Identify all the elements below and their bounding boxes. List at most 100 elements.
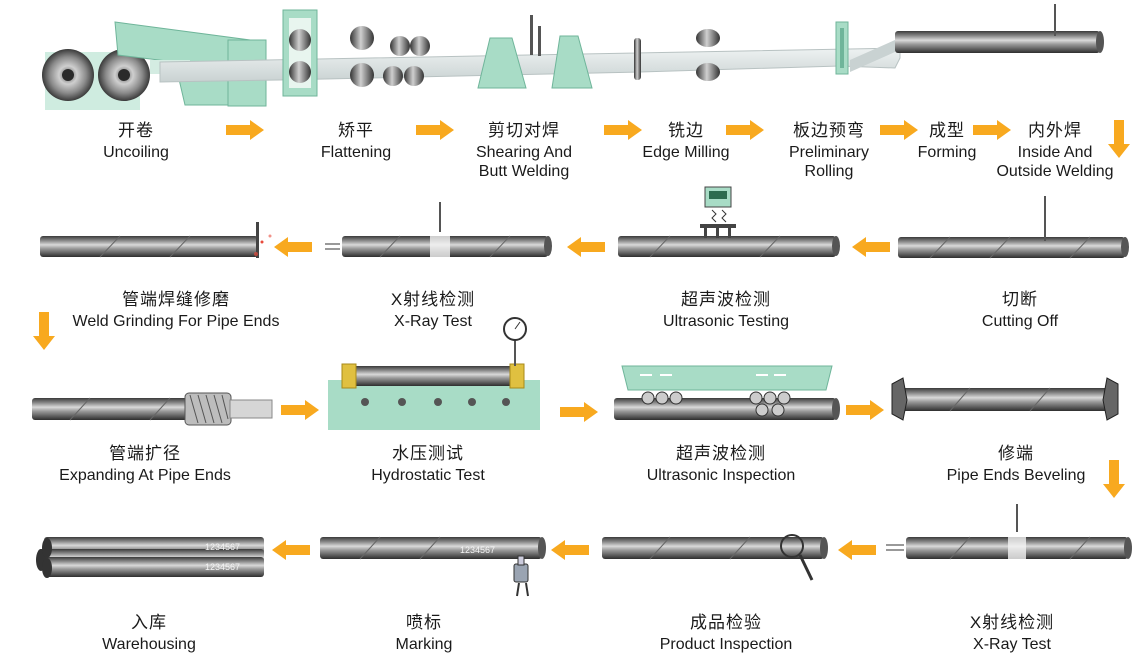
step-label-en: Butt Welding xyxy=(478,162,570,180)
step-label-en: Product Inspection xyxy=(659,636,793,654)
step-warehousing: 入库 Warehousing xyxy=(102,613,196,655)
step-pipe-ends-beveling: 修端 Pipe Ends Beveling xyxy=(947,444,1086,486)
step-label-zh: 管端扩径 xyxy=(109,444,181,463)
step-label-zh: 喷标 xyxy=(406,613,442,632)
step-label-zh: 切断 xyxy=(1002,290,1038,309)
step-label-en: Edge Milling xyxy=(642,144,730,162)
step-label-en: Shearing And xyxy=(475,144,573,162)
step-xray-test-2: X射线检测 X-Ray Test xyxy=(970,613,1054,655)
step-product-inspection: 成品检验 Product Inspection xyxy=(660,613,793,655)
flow-arrow-left xyxy=(551,540,589,560)
step-label-en: Ultrasonic Testing xyxy=(663,313,789,331)
flow-arrow-down xyxy=(1103,460,1125,498)
beveling-illustration xyxy=(891,377,1119,421)
hydrostatic-test-illustration xyxy=(328,317,540,430)
step-label-zh: 矫平 xyxy=(337,121,374,140)
preliminary-rolling-illustration xyxy=(835,21,849,75)
step-label-en: Forming xyxy=(917,144,977,162)
step-xray-test: X射线检测 X-Ray Test xyxy=(391,290,475,332)
step-ultrasonic-inspection: 超声波检测 Ultrasonic Inspection xyxy=(647,444,796,486)
step-ultrasonic-testing: 超声波检测 Ultrasonic Testing xyxy=(663,290,789,332)
flow-arrow-right xyxy=(604,120,642,140)
forming-pipe-illustration xyxy=(850,4,1104,72)
edge-milling-illustration xyxy=(634,29,720,81)
flow-arrow-right xyxy=(726,120,764,140)
product-inspection-illustration xyxy=(602,534,828,581)
step-label-en: Marking xyxy=(395,636,453,654)
step-label-en: X-Ray Test xyxy=(394,313,472,331)
step-label-en: Cutting Off xyxy=(981,313,1059,331)
flow-arrow-right xyxy=(880,120,918,140)
weld-grinding-illustration xyxy=(40,222,272,258)
flow-arrow-right xyxy=(560,402,598,422)
step-label-zh: X射线检测 xyxy=(390,290,476,309)
flow-arrow-left xyxy=(567,237,605,257)
marking-illustration: 1234567 xyxy=(320,536,546,597)
step-label-zh: 板边预弯 xyxy=(792,121,865,140)
step-uncoiling: 开卷 Uncoiling xyxy=(103,121,169,163)
flow-arrow-right xyxy=(416,120,454,140)
flow-arrow-right xyxy=(973,120,1011,140)
step-marking: 喷标 Marking xyxy=(396,613,453,655)
spray-nozzle-icon xyxy=(513,555,529,597)
ultrasonic-inspection-illustration xyxy=(614,365,840,420)
step-cutting-off: 切断 Cutting Off xyxy=(982,290,1058,332)
step-hydrostatic-test: 水压测试 Hydrostatic Test xyxy=(371,444,485,486)
shearing-welding-illustration xyxy=(477,15,593,89)
pipe-marking-text: 1234567 xyxy=(205,562,240,572)
flow-arrow-down xyxy=(1108,120,1130,158)
step-label-zh: 成品检验 xyxy=(690,613,762,632)
step-label-zh: 成型 xyxy=(929,121,965,140)
flow-arrow-left xyxy=(852,237,890,257)
flow-arrow-down xyxy=(33,312,55,350)
flow-arrow-right xyxy=(846,400,884,420)
pipe-marking-text: 1234567 xyxy=(460,545,495,555)
step-label-zh: 超声波检测 xyxy=(675,444,766,463)
step-label-en: Flattening xyxy=(320,144,392,162)
xray-test-2-illustration xyxy=(886,504,1132,560)
flow-arrow-left xyxy=(274,237,312,257)
step-label-en: X-Ray Test xyxy=(973,636,1051,654)
step-forming: 成型 Forming xyxy=(918,121,977,163)
step-label-zh: 开卷 xyxy=(118,121,154,140)
step-label-en: Ultrasonic Inspection xyxy=(646,467,796,485)
step-preliminary-rolling: 板边预弯 Preliminary Rolling xyxy=(789,121,869,182)
flattening-illustration xyxy=(282,9,430,97)
step-label-zh: 铣边 xyxy=(668,121,704,140)
xray-test-illustration xyxy=(325,202,552,258)
flow-arrow-right xyxy=(281,400,319,420)
step-label-zh: 入库 xyxy=(131,613,167,632)
step-expanding: 管端扩径 Expanding At Pipe Ends xyxy=(59,444,231,486)
flow-arrow-left xyxy=(272,540,310,560)
step-label-zh: 水压测试 xyxy=(392,444,464,463)
step-flattening: 矫平 Flattening xyxy=(321,121,391,163)
step-inside-outside-welding: 内外焊 Inside And Outside Welding xyxy=(996,121,1113,182)
step-label-en: Warehousing xyxy=(102,636,196,654)
step-label-zh: 管端焊缝修磨 xyxy=(121,290,230,309)
step-edge-milling: 铣边 Edge Milling xyxy=(642,121,729,163)
expanding-illustration xyxy=(32,392,273,426)
flow-arrow-right xyxy=(226,120,264,140)
step-shearing-butt-welding: 剪切对焊 Shearing And Butt Welding xyxy=(476,121,572,182)
step-label-zh: 超声波检测 xyxy=(680,290,771,309)
step-label-en: Hydrostatic Test xyxy=(371,467,485,485)
magnifier-icon xyxy=(780,534,814,581)
step-label-zh: X射线检测 xyxy=(969,613,1055,632)
step-label-en: Preliminary xyxy=(788,144,870,162)
step-label-zh: 修端 xyxy=(997,444,1034,463)
step-label-zh: 内外焊 xyxy=(1027,121,1082,140)
flow-arrow-left xyxy=(838,540,876,560)
pipe-marking-text: 1234567 xyxy=(205,542,240,552)
step-label-en: Inside And xyxy=(1017,144,1093,162)
step-label-en: Rolling xyxy=(804,162,854,180)
step-label-zh: 剪切对焊 xyxy=(487,121,560,140)
ultrasonic-testing-illustration xyxy=(618,186,840,258)
step-label-en: Uncoiling xyxy=(103,144,169,162)
step-label-en: Outside Welding xyxy=(996,162,1114,180)
warehousing-illustration: 1234567 1234567 xyxy=(36,537,264,578)
step-label-en: Expanding At Pipe Ends xyxy=(59,467,231,485)
step-weld-grinding: 管端焊缝修磨 Weld Grinding For Pipe Ends xyxy=(73,290,280,332)
step-label-en: Weld Grinding For Pipe Ends xyxy=(72,313,280,331)
